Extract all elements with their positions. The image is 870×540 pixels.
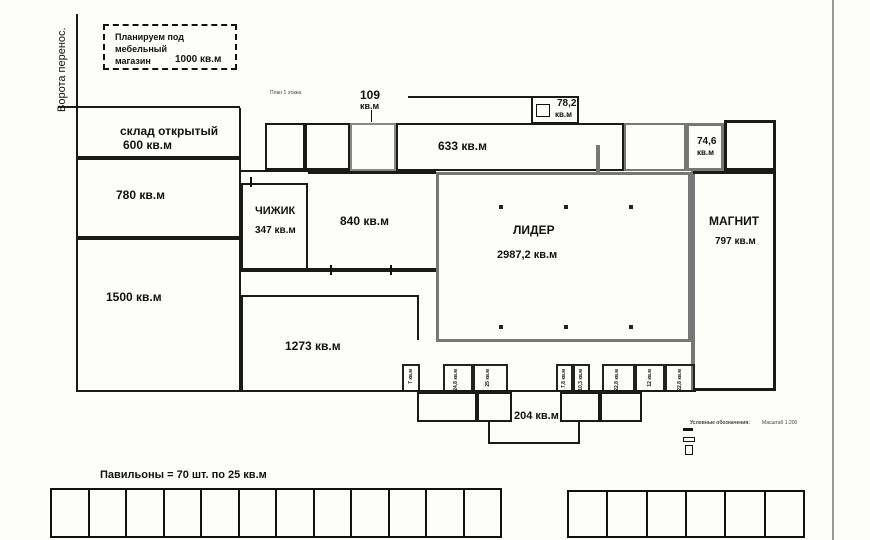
unit-109-number: 109 — [360, 88, 381, 102]
legend-stair-icon — [685, 445, 693, 455]
bottom-wall-left — [241, 390, 396, 392]
unit-78-room: 78,2 кв.м — [531, 96, 579, 124]
kiosk: 7,8 кв.м — [556, 364, 573, 392]
unit-78-number: 78,2 — [557, 98, 577, 109]
legend-partition-icon — [683, 437, 695, 442]
service-room — [477, 392, 512, 422]
unit-78-unit: кв.м — [555, 110, 573, 119]
unit-1273-room: 1273 кв.м — [241, 295, 419, 392]
planned-store-area: 1000 кв.м — [175, 54, 222, 65]
unit-74-unit: кв.м — [697, 148, 715, 157]
unit-204-annex — [488, 422, 580, 444]
chizhik-name: ЧИЖИК — [255, 205, 296, 217]
unit-109-unit: кв.м — [360, 101, 380, 111]
unit-1500-area: 1500 кв.м — [106, 290, 162, 304]
kiosk: 10,3 кв.м — [573, 364, 590, 392]
small-room-top — [305, 123, 350, 170]
stair-block-room — [624, 123, 686, 171]
planned-store-box: Планируем под мебельный магазин 1000 кв.… — [103, 24, 237, 70]
planned-store-line2: мебельный — [115, 44, 168, 54]
magnit-room: МАГНИТ 797 кв.м — [693, 171, 776, 391]
pavilions-row-1 — [50, 488, 502, 538]
kiosk: 22,8 кв.м — [602, 364, 635, 392]
unit-840-room: 840 кв.м — [308, 172, 438, 270]
legend-wall-icon — [683, 428, 693, 431]
unit-780-area: 780 кв.м — [116, 188, 165, 202]
small-rooms-top-left — [265, 123, 305, 170]
gate-line — [76, 14, 78, 114]
lider-name: ЛИДЕР — [513, 223, 555, 237]
kiosk: 22,8 кв.м — [665, 364, 695, 392]
unit-109-room — [350, 123, 396, 171]
kiosk: 12 кв.м — [635, 364, 665, 392]
chizhik-area: 347 кв.м — [255, 225, 296, 236]
unit-633-area: 633 кв.м — [438, 139, 487, 153]
service-rooms-right — [560, 392, 600, 422]
legend-title: Условные обозначения: — [690, 420, 750, 426]
kiosk: 25 кв.м — [473, 364, 508, 392]
gate-base-line — [58, 106, 240, 108]
door — [390, 265, 392, 275]
wall-1273-right — [417, 295, 419, 340]
open-warehouse-area: 600 кв.м — [123, 138, 172, 152]
kiosk: 24,8 кв.м — [443, 364, 473, 392]
top-right-room — [724, 120, 776, 171]
open-warehouse-name: склад открытый — [120, 124, 219, 138]
unit-780-room: 780 кв.м — [76, 158, 241, 238]
elevator-icon — [536, 104, 550, 117]
door — [330, 265, 332, 275]
planned-store-line3: магазин — [115, 56, 151, 66]
open-warehouse-room: склад открытый 600 кв.м — [76, 108, 241, 158]
service-rooms-left — [417, 392, 477, 422]
magnit-name: МАГНИТ — [709, 214, 760, 228]
bottom-wall — [396, 390, 696, 392]
scale-label: Масштаб 1:200 — [762, 420, 798, 426]
kiosk: 7 кв.м — [402, 364, 420, 392]
magnit-area: 797 кв.м — [715, 236, 756, 247]
unit-633-room: 633 кв.м — [396, 123, 624, 171]
lider-room: ЛИДЕР 2987,2 кв.м — [436, 172, 691, 342]
planned-store-line1: Планируем под — [115, 32, 184, 42]
gate-label: Ворота перенос. — [56, 27, 68, 112]
stair-wall — [596, 145, 600, 175]
magnit-left-wall — [691, 171, 695, 391]
unit-74-room: 74,6 кв.м — [686, 123, 724, 171]
chizhik-room: ЧИЖИК 347 кв.м — [241, 183, 308, 270]
plan-title: План 1 этажа — [270, 90, 302, 96]
page-fold-edge — [832, 0, 834, 540]
pavilions-label: Павильоны = 70 шт. по 25 кв.м — [100, 469, 267, 481]
corridor-wall — [241, 270, 436, 272]
corridor-wall-top — [241, 170, 436, 172]
top-wall — [408, 96, 533, 98]
lider-area: 2987,2 кв.м — [497, 249, 558, 261]
unit-74-number: 74,6 — [697, 136, 717, 147]
magnit-bottom-wall — [693, 388, 776, 391]
unit-1500-room: 1500 кв.м — [76, 238, 241, 392]
service-rooms-far-right — [600, 392, 642, 422]
pavilions-row-2 — [567, 490, 805, 538]
unit-1273-area: 1273 кв.м — [285, 339, 341, 353]
arrow-109-icon — [371, 110, 372, 122]
unit-204-area: 204 кв.м — [514, 410, 559, 422]
door — [250, 177, 252, 187]
unit-840-area: 840 кв.м — [340, 214, 389, 228]
